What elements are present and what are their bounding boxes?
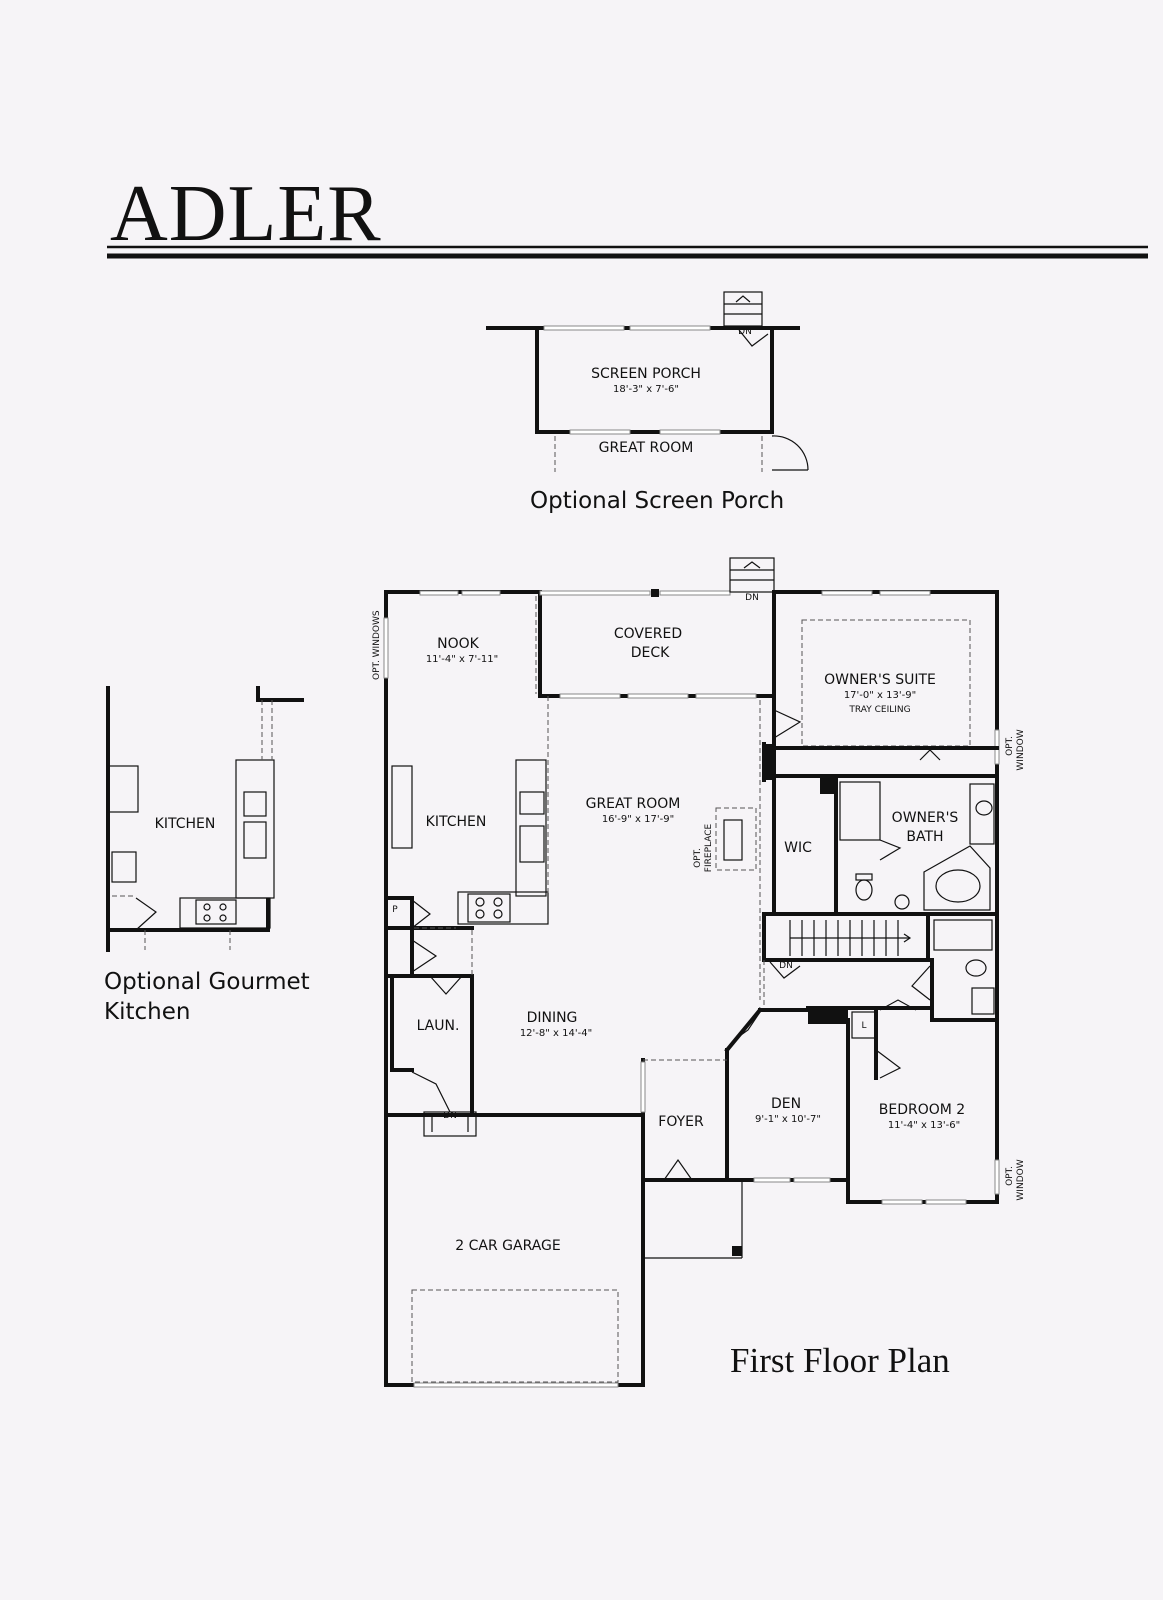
first-floor-plan-caption: First Floor Plan [730, 1341, 950, 1380]
room-kitchen-name: KITCHEN [426, 814, 487, 830]
deck-stair-dn: DN [745, 593, 759, 603]
room-laundry-name: LAUN. [417, 1018, 460, 1034]
hall-stair-dn: DN [779, 961, 793, 971]
room-den-dim: 9'-1" x 10'-7" [755, 1114, 821, 1125]
note-opt-fireplace-line2: FIREPLACE [704, 823, 714, 872]
room-nook-name: NOOK [437, 636, 480, 652]
room-bedroom2-name: BEDROOM 2 [879, 1102, 965, 1118]
room-den-name: DEN [771, 1096, 801, 1112]
pantry-label: P [392, 905, 398, 915]
linen-label: L [861, 1021, 866, 1031]
room-dining-name: DINING [527, 1010, 578, 1026]
room-owners-bath-line2: BATH [906, 829, 943, 845]
room-foyer-name: FOYER [658, 1114, 704, 1130]
room-bedroom2-dim: 11'-4" x 13'-6" [888, 1120, 960, 1131]
porch-stair-dn: DN [738, 327, 752, 337]
gourmet-kitchen-caption-line2: Kitchen [104, 999, 190, 1025]
room-owners-suite-dim: 17'-0" x 13'-9" [844, 690, 916, 701]
room-wic-name: WIC [784, 840, 812, 856]
room-covered-deck-line2: DECK [631, 645, 670, 661]
garage-stair-dn: DN [443, 1111, 457, 1121]
screen-porch-adjacent-room: GREAT ROOM [599, 440, 694, 456]
first-floor-plan-labels: NOOK 11'-4" x 7'-11" COVERED DECK OWNER'… [372, 593, 1026, 1254]
room-owners-bath-line1: OWNER'S [892, 810, 959, 826]
gourmet-kitchen-caption-line1: Optional Gourmet [104, 969, 310, 995]
room-owners-suite-name: OWNER'S SUITE [824, 672, 936, 688]
room-dining-dim: 12'-8" x 14'-4" [520, 1028, 592, 1039]
screen-porch-diagram: DN SCREEN PORCH 18'-3" x 7'-6" GREAT ROO… [486, 291, 809, 472]
gourmet-kitchen-diagram: KITCHEN [106, 686, 304, 952]
room-great-room-dim: 16'-9" x 17'-9" [602, 814, 674, 825]
gourmet-kitchen-room-name: KITCHEN [155, 816, 216, 832]
note-opt-fireplace-line1: OPT. [693, 848, 703, 868]
plan-title: ADLER [110, 170, 382, 258]
first-floor-plan-walls [383, 557, 1000, 1388]
room-nook-dim: 11'-4" x 7'-11" [426, 654, 498, 665]
room-great-room-name: GREAT ROOM [586, 796, 681, 812]
note-opt-window-suite-line2: WINDOW [1016, 729, 1026, 770]
note-opt-window-bedroom-line2: WINDOW [1016, 1159, 1026, 1200]
room-covered-deck-line1: COVERED [614, 626, 682, 642]
room-garage-name: 2 CAR GARAGE [455, 1238, 561, 1254]
note-opt-window-suite-line1: OPT. [1005, 736, 1015, 756]
screen-porch-caption: Optional Screen Porch [530, 488, 784, 514]
room-owners-suite-note: TRAY CEILING [848, 705, 910, 715]
screen-porch-room-name: SCREEN PORCH [591, 366, 701, 382]
screen-porch-room-dim: 18'-3" x 7'-6" [613, 384, 679, 395]
note-opt-windows: OPT. WINDOWS [372, 610, 382, 680]
note-opt-window-bedroom-line1: OPT. [1005, 1166, 1015, 1186]
